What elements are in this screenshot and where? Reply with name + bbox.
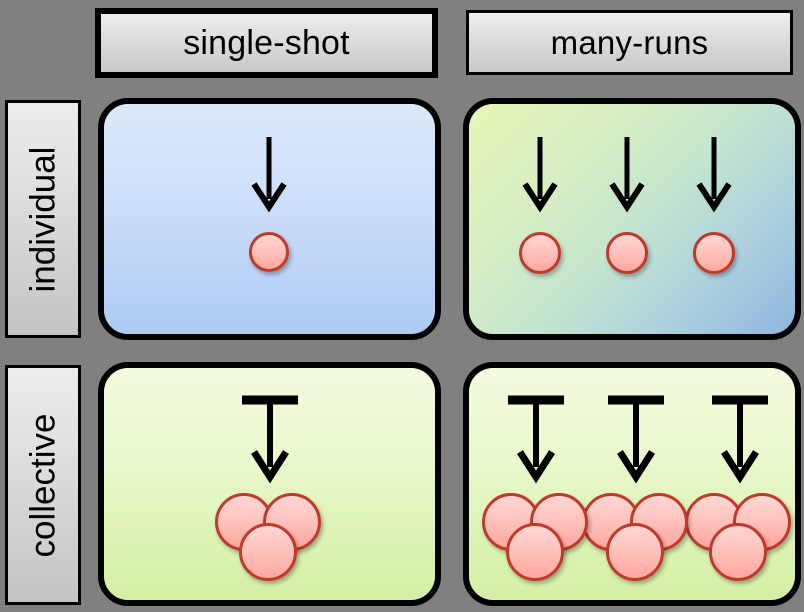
row-label-individual: individual	[5, 100, 81, 338]
column-header-single-shot-label: single-shot	[183, 23, 350, 62]
cell-background-green	[469, 368, 795, 600]
circle-cluster	[582, 493, 690, 583]
circle-icon	[249, 232, 289, 272]
column-header-single-shot: single-shot	[95, 8, 438, 78]
circle-cluster	[482, 493, 590, 583]
cell-background-blue	[104, 104, 435, 334]
row-label-collective: collective	[5, 365, 81, 605]
circle-icon	[519, 232, 561, 274]
circle-icon	[693, 232, 735, 274]
row-label-individual-text: individual	[23, 146, 63, 292]
circle-icon	[239, 523, 297, 581]
t-bar-arrow-icon	[503, 395, 569, 484]
cell-individual-many-runs	[463, 98, 801, 340]
circle-cluster	[685, 493, 793, 583]
cell-collective-many-runs	[463, 362, 801, 606]
plain-arrow-icon	[518, 137, 562, 213]
circle-icon	[606, 523, 664, 581]
t-bar-arrow-icon	[603, 395, 669, 484]
plain-arrow-icon	[692, 137, 736, 213]
plain-arrow-icon	[247, 137, 291, 213]
circle-icon	[709, 523, 767, 581]
column-header-many-runs-label: many-runs	[550, 23, 709, 61]
cell-collective-single-shot	[98, 362, 441, 606]
cell-individual-single-shot	[98, 98, 441, 340]
cell-background-green-blue	[469, 104, 795, 334]
t-bar-arrow-icon	[237, 395, 303, 484]
plain-arrow-icon	[605, 137, 649, 213]
t-bar-arrow-icon	[707, 395, 773, 484]
circle-icon	[506, 523, 564, 581]
column-header-many-runs: many-runs	[466, 10, 793, 75]
cell-background-green	[104, 368, 435, 600]
row-label-collective-text: collective	[23, 413, 63, 557]
circle-cluster	[215, 493, 323, 583]
circle-icon	[606, 232, 648, 274]
